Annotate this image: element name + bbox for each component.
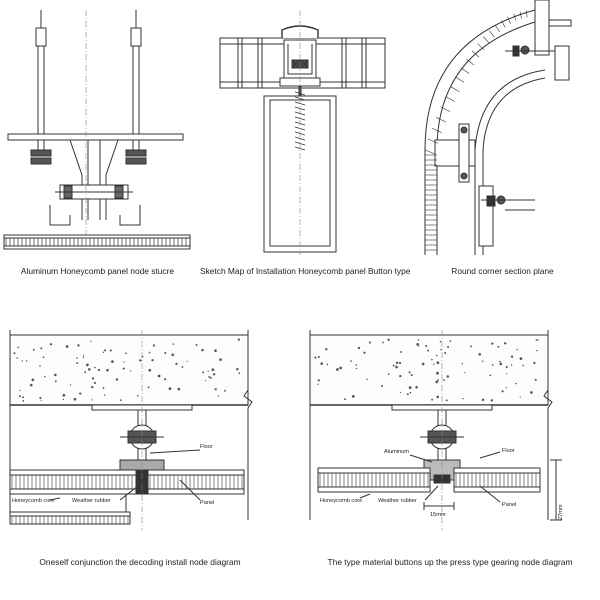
- diagram-decoding-install-node: Floor Panel Honeycomb core Weather rubbe…: [0, 330, 280, 600]
- label-floor: Floor: [502, 448, 515, 454]
- diagram-decoding-install-node-drawing: Floor Panel Honeycomb core Weather rubbe…: [9, 330, 253, 530]
- diagram-button-type-drawing: [219, 10, 386, 255]
- label-weather-rubber: Weather rubber: [72, 498, 111, 504]
- diagram-press-type-gearing-node-drawing: Aluminum Floor Panel Honeycomb core Weat…: [309, 330, 564, 530]
- diagram-round-corner-drawing: [424, 0, 572, 255]
- diagram-honeycomb-node-drawing: [3, 10, 191, 250]
- diagram-round-corner: Round corner section plane: [405, 0, 600, 276]
- label-honeycomb-core: Honeycomb core: [12, 498, 54, 504]
- label-weather-rubber: Weather rubber: [378, 498, 417, 504]
- caption: The type material buttons up the press t…: [327, 557, 573, 567]
- caption: Oneself conjunction the decoding install…: [39, 557, 241, 567]
- label-floor: Floor: [200, 444, 213, 450]
- label-panel: Panel: [502, 502, 516, 508]
- diagram-honeycomb-node: Aluminum Honeycomb panel node stucre: [0, 0, 195, 276]
- dimension-depth: 27mm: [558, 504, 564, 520]
- dimension-gap: 15mm: [430, 512, 446, 518]
- diagram-press-type-gearing-node: Aluminum Floor Panel Honeycomb core Weat…: [300, 330, 600, 600]
- caption: Sketch Map of Installation Honeycomb pan…: [200, 266, 411, 276]
- label-panel: Panel: [200, 500, 214, 506]
- label-aluminum: Aluminum: [384, 449, 409, 455]
- diagram-button-type: Sketch Map of Installation Honeycomb pan…: [200, 0, 410, 276]
- caption: Aluminum Honeycomb panel node stucre: [20, 266, 175, 276]
- label-honeycomb-core: Honeycomb core: [320, 498, 362, 504]
- caption: Round corner section plane: [451, 266, 554, 276]
